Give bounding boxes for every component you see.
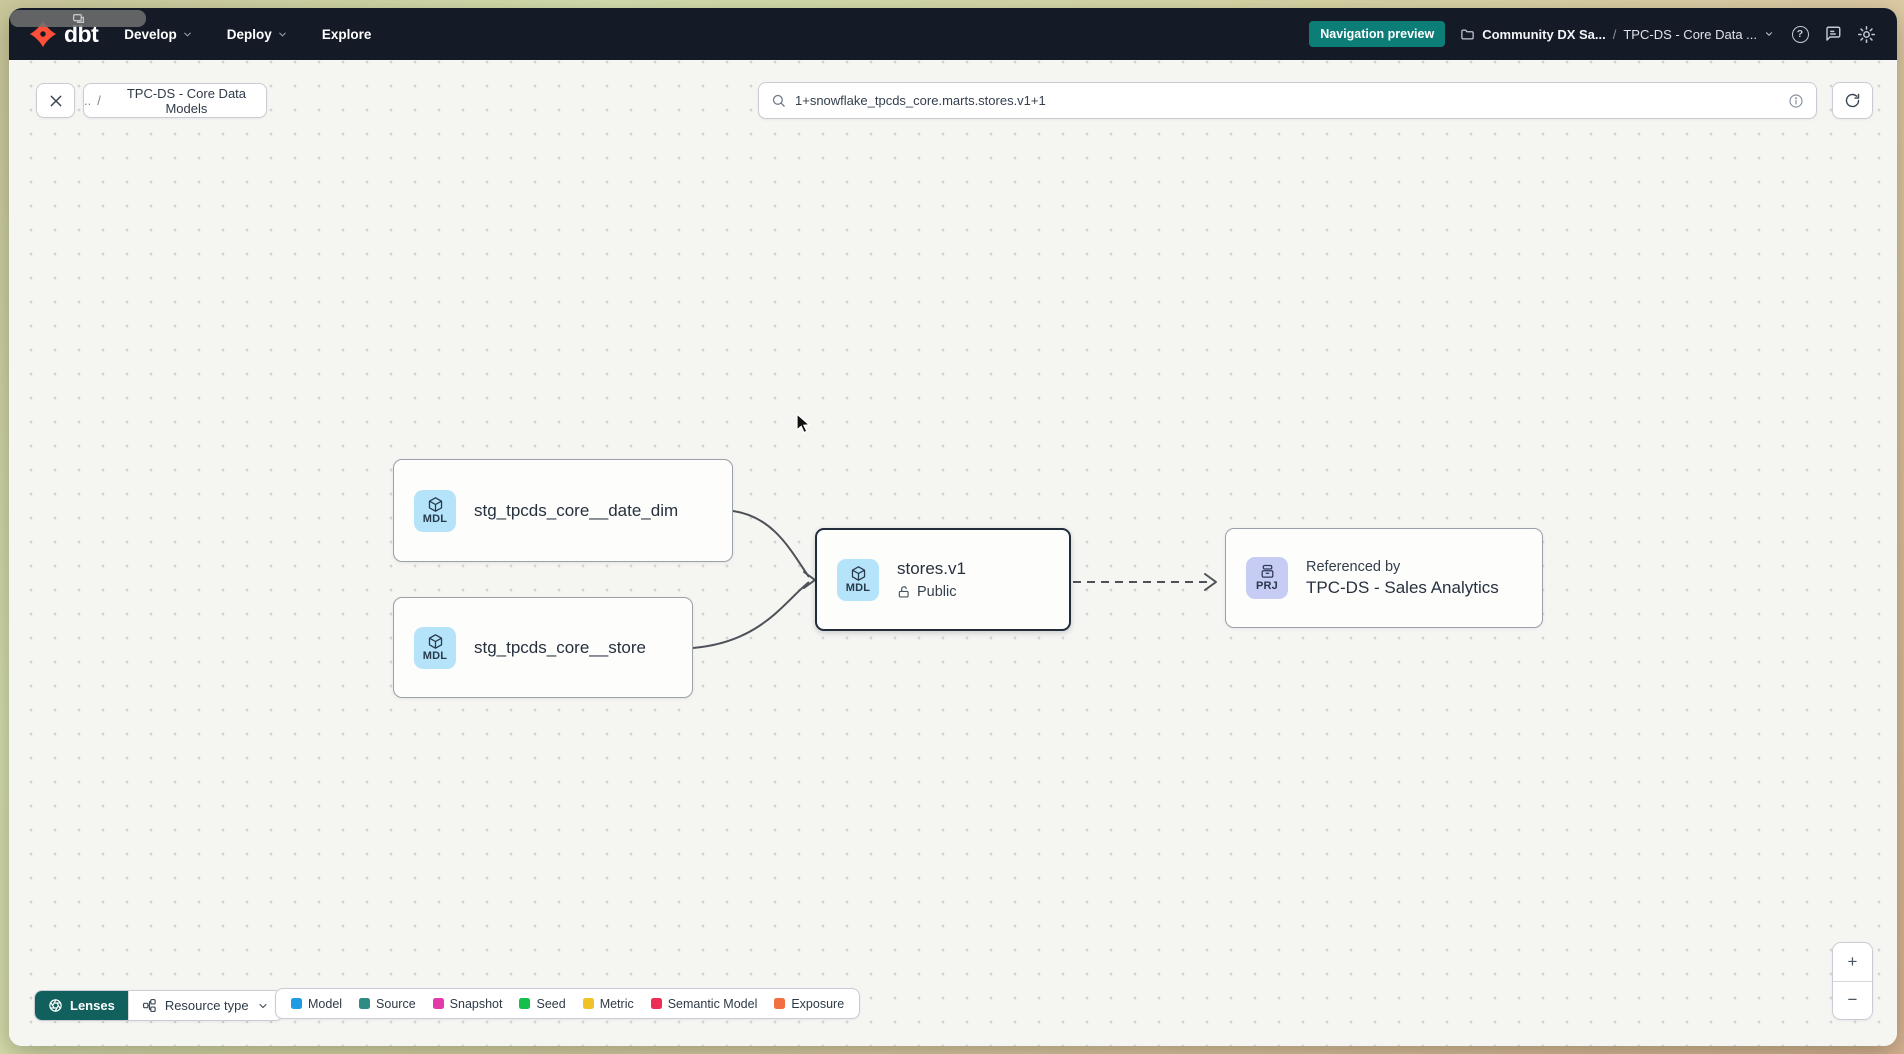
legend-swatch <box>359 998 371 1009</box>
screen-capture-widget <box>10 10 146 27</box>
top-navbar: dbt Develop Deploy Explore Navigation pr… <box>9 8 1897 60</box>
lock-open-icon <box>898 586 909 598</box>
window-icon <box>72 14 84 23</box>
access-row: Public <box>897 584 966 600</box>
refresh-lineage-button[interactable] <box>1832 82 1873 119</box>
badge-label: PRJ <box>1256 580 1278 593</box>
nav-develop[interactable]: Develop <box>124 27 193 42</box>
nav-deploy-label: Deploy <box>226 26 272 42</box>
dbt-logo-icon <box>29 20 57 48</box>
breadcrumb-current: TPC-DS - Core Data Models <box>126 85 247 116</box>
chevron-down-icon <box>183 32 191 36</box>
selector-input[interactable] <box>795 93 1779 108</box>
model-badge: MDL <box>414 489 456 532</box>
legend-item-model: Model <box>291 997 342 1011</box>
close-icon <box>50 95 61 106</box>
legend-swatch <box>291 998 302 1009</box>
feedback-button[interactable] <box>1822 23 1844 45</box>
nav-deploy[interactable]: Deploy <box>227 27 288 42</box>
legend-swatch <box>519 998 531 1009</box>
chevron-down-icon <box>259 1003 267 1008</box>
node-stores-v1[interactable]: MDL stores.v1 Public <box>815 528 1071 631</box>
chevron-down-icon <box>279 32 286 36</box>
cube-icon <box>851 566 865 581</box>
refresh-icon <box>1845 93 1860 108</box>
navigation-preview-badge[interactable]: Navigation preview <box>1309 21 1446 47</box>
cube-icon <box>428 634 442 649</box>
close-lineage-button[interactable] <box>36 83 75 118</box>
node-stg-tpcds-core-store[interactable]: MDL stg_tpcds_core__store <box>393 597 693 698</box>
mouse-cursor <box>796 413 811 434</box>
help-button[interactable]: ? <box>1789 23 1811 45</box>
badge-label: MDL <box>422 512 448 525</box>
nav-explore[interactable]: Explore <box>322 27 372 42</box>
legend-swatch <box>582 998 594 1009</box>
breadcrumb-page: TPC-DS - Core Data ... <box>1623 26 1757 42</box>
zoom-controls: + − <box>1832 942 1873 1020</box>
lenses-button[interactable]: Lenses <box>35 991 128 1020</box>
chevron-down-icon <box>1766 32 1772 36</box>
resource-type-dropdown[interactable]: Resource type <box>127 991 282 1020</box>
resource-graph-icon <box>142 998 156 1013</box>
legend-item-snapshot: Snapshot <box>432 997 502 1011</box>
legend-item-semantic-model: Semantic Model <box>650 997 757 1011</box>
cube-icon <box>428 497 442 512</box>
navbar-icons: ? <box>1789 23 1877 45</box>
legend-item-exposure: Exposure <box>774 997 844 1011</box>
help-icon: ? <box>1791 25 1809 43</box>
node-referenced-by-project[interactable]: PRJ Referenced by TPC-DS - Sales Analyti… <box>1225 528 1543 628</box>
gear-icon <box>1857 25 1875 43</box>
project-stack-icon <box>1261 565 1273 579</box>
lineage-breadcrumb-button[interactable]: .. / TPC-DS - Core Data Models <box>83 83 267 118</box>
main-nav: Develop Deploy Explore <box>124 27 371 42</box>
referenced-by-label: Referenced by <box>1306 558 1401 575</box>
node-label: TPC-DS - Sales Analytics <box>1306 577 1499 597</box>
lineage-canvas[interactable]: .. / TPC-DS - Core Data Models MDL stg_t… <box>9 60 1897 1046</box>
model-badge: MDL <box>414 626 456 669</box>
nav-explore-label: Explore <box>321 26 372 42</box>
legend-item-seed: Seed <box>519 997 566 1011</box>
node-stg-tpcds-core-date-dim[interactable]: MDL stg_tpcds_core__date_dim <box>393 459 733 562</box>
model-badge: MDL <box>837 558 879 601</box>
legend-item-metric: Metric <box>582 997 634 1011</box>
node-label: stg_tpcds_core__date_dim <box>474 500 679 520</box>
access-label: Public <box>917 584 957 600</box>
legend-item-source: Source <box>359 997 416 1011</box>
lens-controls: Lenses Resource type <box>34 990 283 1021</box>
project-badge: PRJ <box>1246 557 1288 599</box>
lenses-label: Lenses <box>70 998 115 1013</box>
navbar-right: Navigation preview Community DX Sa... / … <box>1309 21 1877 47</box>
settings-button[interactable] <box>1855 23 1877 45</box>
account-breadcrumb[interactable]: Community DX Sa... / TPC-DS - Core Data … <box>1460 27 1774 42</box>
breadcrumb-slash: / <box>97 93 101 108</box>
legend-swatch <box>650 998 662 1009</box>
node-label: stores.v1 <box>897 559 966 578</box>
chat-bubble-icon <box>1826 26 1841 41</box>
breadcrumb-project: Community DX Sa... <box>1482 26 1606 42</box>
aperture-icon <box>49 999 62 1012</box>
zoom-out-button[interactable]: − <box>1833 981 1872 1019</box>
search-icon <box>772 94 785 107</box>
resource-type-label: Resource type <box>164 998 249 1013</box>
legend-swatch <box>432 998 444 1009</box>
node-label: stg_tpcds_core__store <box>474 637 646 657</box>
app-window: dbt Develop Deploy Explore Navigation pr… <box>9 8 1897 1046</box>
badge-label: MDL <box>845 581 871 594</box>
folder-icon <box>1461 29 1474 39</box>
lineage-search-bar <box>758 82 1817 119</box>
breadcrumb-up-level: .. <box>84 93 92 108</box>
zoom-in-button[interactable]: + <box>1833 943 1872 982</box>
breadcrumb-separator: / <box>1612 26 1617 42</box>
legend-swatch <box>774 998 786 1009</box>
nav-develop-label: Develop <box>124 26 177 42</box>
info-icon[interactable] <box>1788 93 1804 109</box>
resource-type-legend: Model Source Snapshot Seed Metric Semant… <box>275 988 861 1019</box>
badge-label: MDL <box>422 649 448 662</box>
